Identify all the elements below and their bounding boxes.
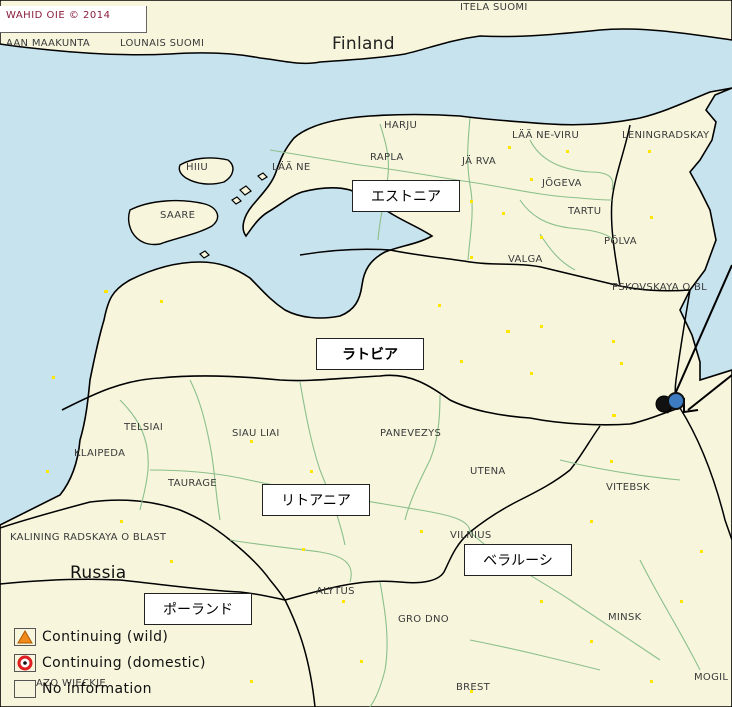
empty-square-icon: [14, 680, 36, 698]
region-label-harju: HARJU: [384, 120, 418, 131]
orange-triangle-icon: [14, 628, 36, 646]
border-lithuania-kaliningrad: [0, 499, 286, 601]
region-label-panevezys: PANEVEZYS: [380, 428, 442, 439]
legend-label-domestic: Continuing (domestic): [42, 655, 206, 671]
region-label-telsiai: TELSIAI: [124, 422, 164, 433]
legend-row-wild: Continuing (wild): [14, 628, 168, 646]
region-label-hiiu: HIIU: [186, 162, 208, 173]
region-label-utena: UTENA: [470, 466, 506, 477]
hiiumaa-island: [178, 157, 234, 185]
region-label-jarva: JÄ RVA: [462, 156, 497, 167]
border-kaliningrad-poland: [0, 578, 286, 601]
label-box-belarus: ベラルーシ: [464, 544, 572, 576]
region-label-warm-maz: AZO WIECKIE: [36, 678, 107, 689]
region-label-varsinais: AAN MAAKUNTA: [6, 38, 91, 49]
country-label-finland: Finland: [332, 34, 395, 54]
border-belarus-russia: [679, 407, 732, 541]
region-label-leningradskaya: LENINGRADSKAY: [622, 130, 710, 141]
region-label-laane-viru: LÄÄ NE-VIRU: [512, 130, 580, 141]
small-islands: [199, 172, 268, 259]
region-label-rapla: RAPLA: [370, 152, 404, 163]
label-box-poland: ポーランド: [144, 593, 252, 625]
region-borders: [119, 117, 701, 707]
region-label-mogilev: MOGIL: [694, 672, 729, 683]
legend-row-no-info: No information: [14, 680, 152, 698]
region-label-kaliningradskaya: KALINING RADSKAYA O BLAST: [10, 532, 167, 543]
outbreak-marker-icon[interactable]: [655, 392, 685, 413]
region-label-vilnius: VILNIUS: [450, 530, 492, 541]
legend-label-wild: Continuing (wild): [42, 629, 169, 645]
region-label-laane: LÄÄ NE: [272, 162, 311, 173]
legend-label-no-info: No information: [42, 681, 152, 697]
label-box-latvia: ラトビア: [316, 338, 424, 370]
copyright-box: WAHID OIE © 2014: [0, 6, 147, 33]
border-belarus-poland: [284, 599, 316, 707]
region-label-jogeva: JÕGEVA: [542, 178, 582, 189]
region-label-taurage: TAURAGE: [168, 478, 217, 489]
region-label-tartu: TARTU: [568, 206, 602, 217]
region-label-brest: BREST: [456, 682, 491, 693]
country-label-russia: Russia: [70, 563, 127, 583]
saaremaa-island: [127, 199, 219, 246]
label-box-estonia: エストニア: [352, 180, 460, 212]
region-label-itela: ITELA SUOMI: [460, 2, 528, 13]
legend-row-domestic: Continuing (domestic): [14, 654, 206, 672]
label-box-lithuania: リトアニア: [262, 484, 370, 516]
region-label-vitebsk: VITEBSK: [606, 482, 650, 493]
region-label-pskovskaya: PSKOVSKAYA O BL: [612, 282, 708, 293]
region-label-siauliai: SIAU LIAI: [232, 428, 280, 439]
region-label-saare: SAARE: [160, 210, 196, 221]
legend: Continuing (wild) Continuing (domestic) …: [14, 628, 284, 704]
border-estonia-latvia: [299, 248, 691, 292]
finland-land: [0, 0, 732, 65]
region-label-alytus: ALYTUS: [316, 586, 355, 597]
border-lithuania-belarus: [284, 425, 601, 601]
red-ring-icon: [14, 654, 36, 672]
region-label-valga: VALGA: [508, 254, 543, 265]
copyright-text: WAHID OIE © 2014: [6, 10, 111, 21]
region-label-klaipeda: KLAIPEDA: [74, 448, 126, 459]
region-label-polva: PÕLVA: [604, 236, 637, 247]
region-label-grodno: GRO DNO: [398, 614, 449, 625]
region-label-minsk: MINSK: [608, 612, 642, 623]
region-label-lounais: LOUNAIS SUOMI: [120, 38, 205, 49]
border-latvia-lithuania: [61, 374, 681, 426]
